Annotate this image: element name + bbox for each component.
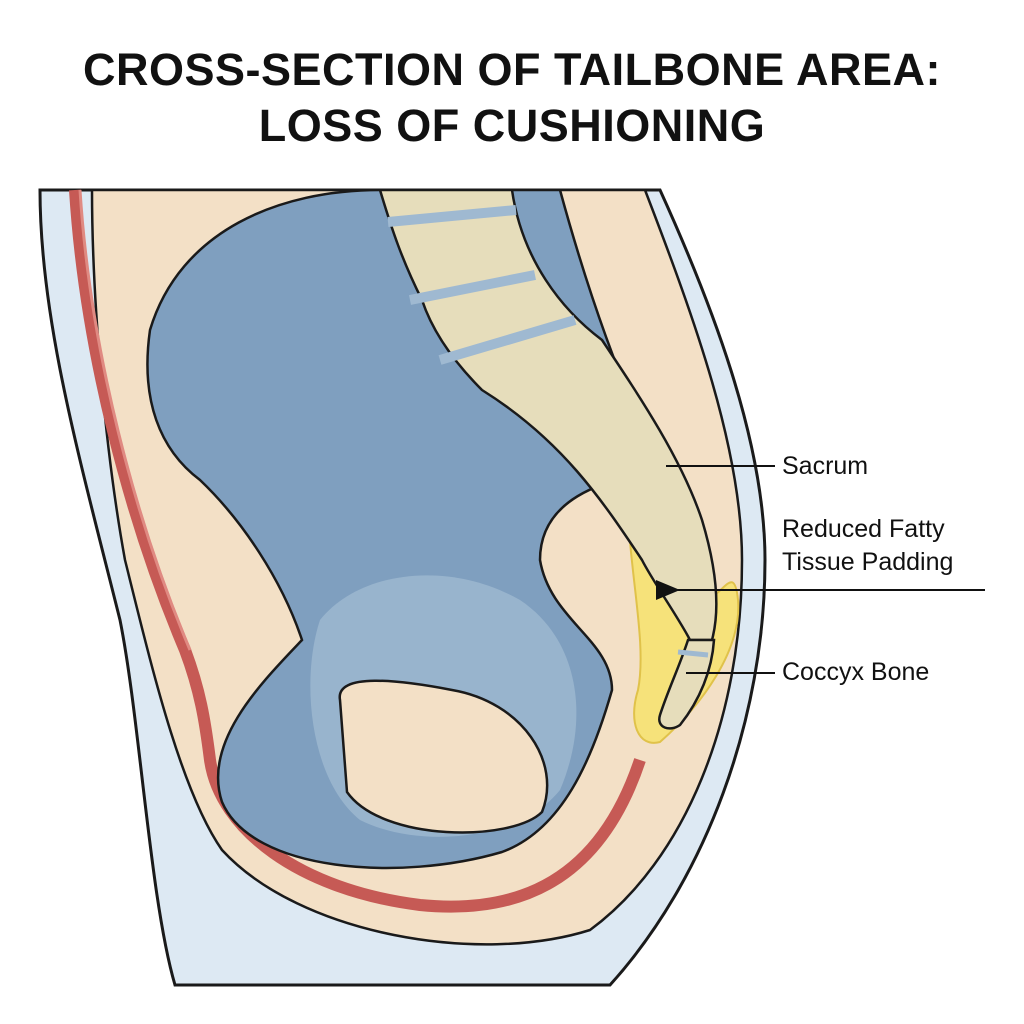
label-fatty-line-2: Tissue Padding [782,548,954,576]
coccyx-disc [677,649,709,658]
label-fatty-line-1: Reduced Fatty [782,515,945,543]
muscle-layer [69,189,646,913]
intervertebral-discs [387,205,577,365]
sacrum-bone [378,188,718,642]
label-coccyx: Coccyx Bone [782,658,930,686]
muscle-highlight [78,189,192,651]
obturator-foramen [338,679,549,834]
label-sacrum: Sacrum [782,452,869,480]
diagram-title-line-1: CROSS-SECTION OF TAILBONE AREA: [83,44,941,95]
diagram-title-line-2: LOSS OF CUSHIONING [258,100,766,151]
